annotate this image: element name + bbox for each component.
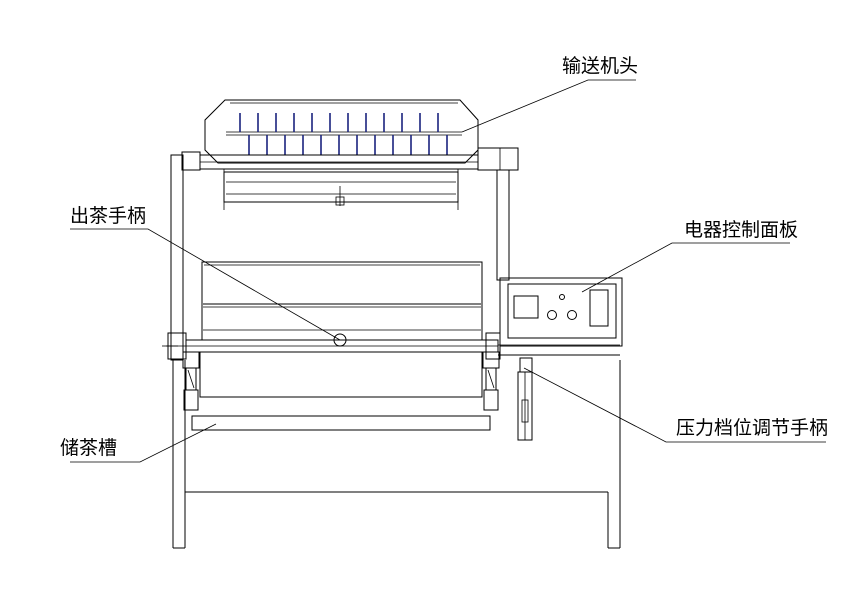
left-column xyxy=(162,154,187,361)
machine-frame xyxy=(172,344,621,549)
conveyor-head xyxy=(181,99,519,210)
power-switch xyxy=(589,289,609,327)
leader-lines xyxy=(70,79,826,463)
label-conveyor-head: 输送机头 xyxy=(562,55,638,77)
control-knob-left xyxy=(547,310,557,320)
right-clamp xyxy=(482,351,500,411)
label-tea-storage-trough: 储茶槽 xyxy=(60,437,117,459)
label-pressure-gear-adjust-handle: 压力档位调节手柄 xyxy=(676,417,828,439)
pressure-adjust-handle xyxy=(517,357,533,441)
right-column xyxy=(485,169,510,360)
electrical-control-panel xyxy=(499,277,623,347)
display-screen xyxy=(513,295,539,319)
left-clamp xyxy=(182,351,200,411)
indicator-light xyxy=(559,294,565,300)
tea-storage-trough xyxy=(191,415,491,431)
drum-assembly xyxy=(166,261,499,398)
label-tea-output-handle: 出茶手柄 xyxy=(70,205,146,227)
comb-teeth xyxy=(239,113,448,155)
control-knob-right xyxy=(567,310,577,320)
label-electrical-control-panel: 电器控制面板 xyxy=(684,219,798,241)
tea-output-handle-knob xyxy=(333,333,347,347)
